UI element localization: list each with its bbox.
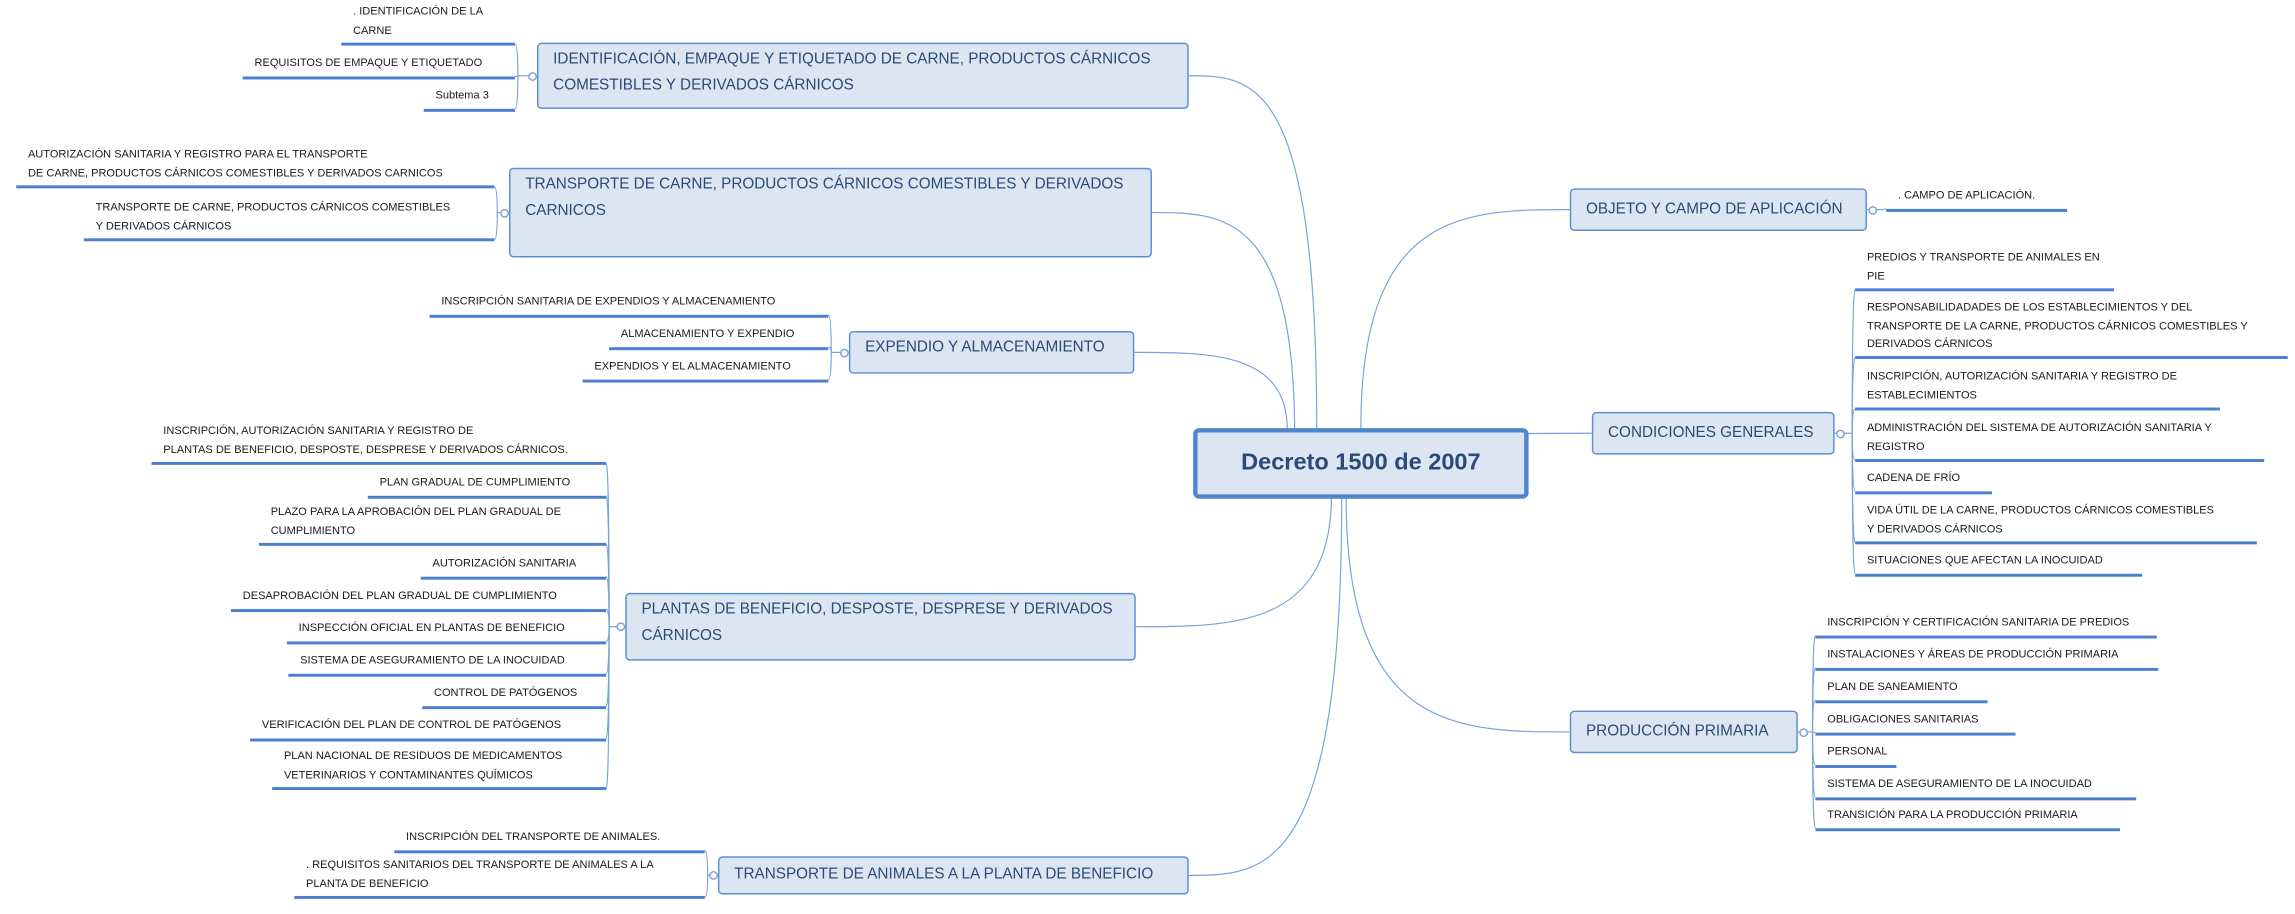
central-link [1188,75,1318,429]
subtopic[interactable]: INSCRIPCIÓN SANITARIA DE EXPENDIOS Y ALM… [429,293,829,318]
subtopic-link [1851,433,1856,575]
subtopic-link [1811,731,1817,829]
collapse-toggle-icon[interactable] [1867,205,1877,215]
subtopic-link [514,43,519,76]
subtopic[interactable]: INSPECCIÓN OFICIAL EN PLANTAS DE BENEFIC… [286,620,607,644]
central-link [1188,497,1343,876]
subtopic[interactable]: AUTORIZACIÓN SANITARIA [420,555,607,580]
collapse-toggle-icon[interactable] [527,71,537,81]
subtopic[interactable]: . IDENTIFICACIÓN DE LA CARNE [341,3,515,46]
subtopic-link [827,314,832,353]
collapse-toggle-icon[interactable] [615,622,625,632]
subtopic-link [828,346,832,353]
collapse-toggle-icon[interactable] [499,208,509,218]
subtopic[interactable]: PLAN GRADUAL DE CUMPLIMIENTO [367,474,607,499]
subtopic-link [494,212,498,241]
subtopic[interactable]: OBLIGACIONES SANITARIAS [1815,711,2016,736]
subtopic-link [494,186,498,213]
subtopic[interactable]: INSTALACIONES Y ÁREAS DE PRODUCCIÓN PRIM… [1815,646,2159,671]
subtopic[interactable]: SISTEMA DE ASEGURAMIENTO DE LA INOCUIDAD [1815,776,2137,800]
central-link [1135,495,1333,628]
subtopic[interactable]: ADMINISTRACIÓN DEL SISTEMA DE AUTORIZACI… [1855,420,2265,462]
collapse-toggle-icon[interactable] [708,870,718,880]
subtopic[interactable]: REQUISITOS DE EMPAQUE Y ETIQUETADO [242,55,515,79]
central-link [1345,497,1570,733]
subtopic[interactable]: TRANSPORTE DE CARNE, PRODUCTOS CÁRNICOS … [83,199,495,242]
subtopic[interactable]: PLAZO PARA LA APROBACIÓN DEL PLAN GRADUA… [258,504,607,546]
central-link [1134,351,1288,430]
subtopic[interactable]: PREDIOS Y TRANSPORTE DE ANIMALES EN PIE [1855,249,2115,292]
subtopic[interactable]: VIDA ÚTIL DE LA CARNE, PRODUCTOS CÁRNICO… [1855,502,2257,545]
topic-objeto-campo[interactable]: OBJETO Y CAMPO DE APLICACIÓN [1569,188,1867,231]
subtopic-link [605,608,610,627]
central-topic[interactable]: Decreto 1500 de 2007 [1193,428,1529,499]
subtopic[interactable]: TRANSICIÓN PARA LA PRODUCCIÓN PRIMARIA [1815,807,2120,831]
subtopic-link [1882,208,1887,210]
central-link [1360,209,1570,429]
subtopic[interactable]: SISTEMA DE ASEGURAMIENTO DE LA INOCUIDAD [288,652,607,677]
collapse-toggle-icon[interactable] [1798,727,1808,737]
subtopic-link [514,75,519,110]
subtopic[interactable]: . REQUISITOS SANITARIOS DEL TRANSPORTE D… [294,857,705,899]
subtopic[interactable]: SITUACIONES QUE AFECTAN LA INOCUIDAD [1855,552,2143,577]
subtopic[interactable]: INSCRIPCIÓN Y CERTIFICACIÓN SANITARIA DE… [1815,614,2157,638]
topic-identificacion-empaque[interactable]: IDENTIFICACIÓN, EMPAQUE Y ETIQUETADO DE … [536,42,1189,109]
subtopic[interactable]: INSCRIPCIÓN, AUTORIZACIÓN SANITARIA Y RE… [151,423,607,465]
subtopic[interactable]: PLAN DE SANEAMIENTO [1815,679,1988,703]
collapse-toggle-icon[interactable] [1835,428,1845,438]
subtopic[interactable]: CONTROL DE PATÓGENOS [422,685,607,709]
subtopic-link [704,875,709,899]
topic-transporte-carne[interactable]: TRANSPORTE DE CARNE, PRODUCTOS CÁRNICOS … [509,167,1152,258]
collapse-toggle-icon[interactable] [839,347,849,357]
subtopic[interactable]: AUTORIZACIÓN SANITARIA Y REGISTRO PARA E… [16,146,495,189]
subtopic[interactable]: PLAN NACIONAL DE RESIDUOS DE MEDICAMENTO… [272,748,607,790]
subtopic[interactable]: EXPENDIOS Y EL ALMACENAMIENTO [582,358,829,382]
subtopic-link [827,352,832,381]
subtopic[interactable]: CADENA DE FRÍO [1855,470,1993,494]
subtopic-link [605,626,610,790]
topic-produccion-primaria[interactable]: PRODUCCIÓN PRIMARIA [1569,710,1798,754]
topic-condiciones-generales[interactable]: CONDICIONES GENERALES [1591,411,1835,455]
subtopic[interactable]: DESAPROBACIÓN DEL PLAN GRADUAL DE CUMPLI… [230,587,607,612]
topic-transporte-animales[interactable]: TRANSPORTE DE ANIMALES A LA PLANTA DE BE… [717,856,1189,895]
subtopic[interactable]: INSCRIPCIÓN DEL TRANSPORTE DE ANIMALES. [394,829,705,853]
subtopic[interactable]: Subtema 3 [423,87,515,112]
topic-expendio-almacenamiento[interactable]: EXPENDIO Y ALMACENAMIENTO [848,331,1135,374]
subtopic-link [1851,408,1856,434]
subtopic[interactable]: INSCRIPCIÓN, AUTORIZACIÓN SANITARIA Y RE… [1855,368,2221,411]
subtopic[interactable]: . CAMPO DE APLICACIÓN. [1886,187,2068,212]
subtopic-link [704,849,709,876]
topic-plantas-beneficio[interactable]: PLANTAS DE BENEFICIO, DESPOSTE, DESPRESE… [625,592,1136,661]
central-link [1151,211,1296,436]
subtopic[interactable]: ALMACENAMIENTO Y EXPENDIO [609,326,829,350]
subtopic[interactable]: VERIFICACIÓN DEL PLAN DE CONTROL DE PATÓ… [250,717,607,741]
subtopic[interactable]: RESPONSABILIDADADES DE LOS ESTABLECIMIEN… [1855,299,2288,360]
subtopic-link [1811,699,1816,732]
subtopic[interactable]: PERSONAL [1815,743,1897,768]
